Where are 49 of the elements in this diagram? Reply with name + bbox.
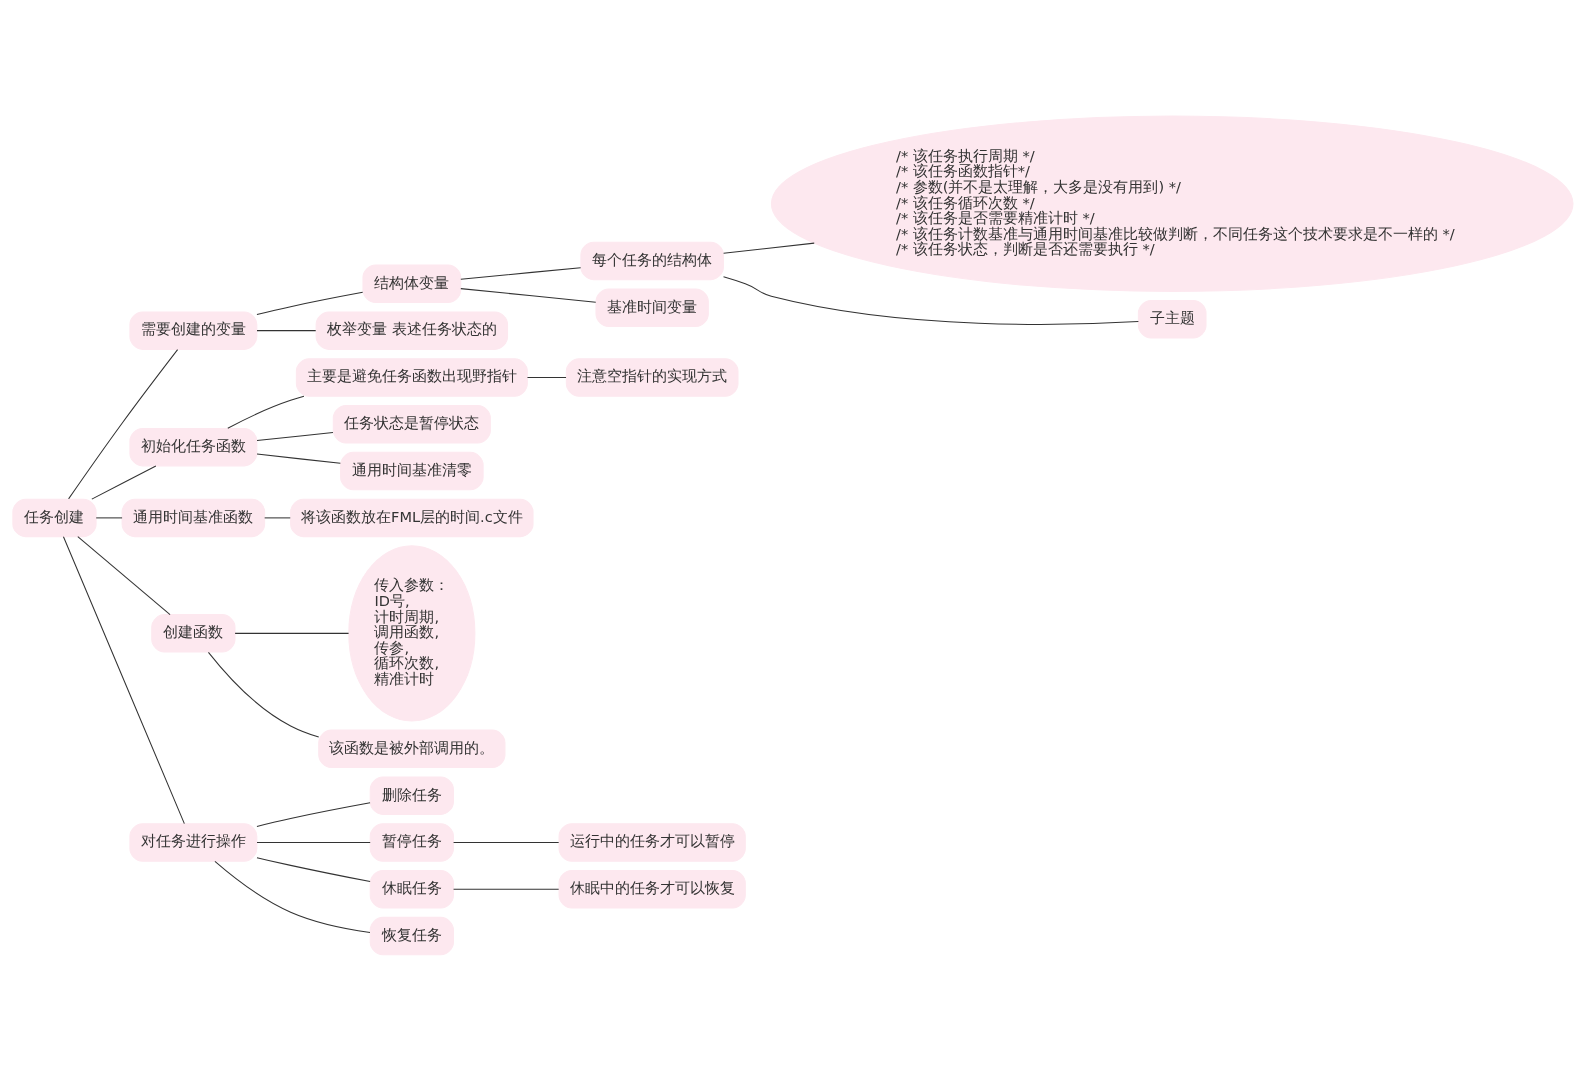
connector	[234, 632, 350, 634]
node-box: 恢复任务	[369, 916, 454, 956]
connector	[526, 376, 567, 378]
node-box: 注意空指针的实现方式	[565, 358, 739, 397]
connector	[453, 841, 560, 843]
connector	[460, 267, 582, 280]
connector	[207, 651, 320, 738]
connector	[723, 242, 815, 254]
node-box: 每个任务的结构体	[580, 241, 724, 281]
connector	[256, 291, 364, 316]
node-box: 主要是避免任务函数出现野指针	[295, 358, 528, 397]
node-box: 休眠任务	[369, 870, 454, 909]
node-box: 休眠中的任务才可以恢复	[558, 870, 746, 909]
connector	[77, 536, 171, 616]
connector	[723, 276, 1139, 325]
node-box: 任务状态是暂停状态	[332, 405, 491, 444]
node-box: 子主题	[1137, 299, 1207, 339]
node-box: 枚举变量 表述任务状态的	[315, 311, 509, 350]
node-box: 将该函数放在FML层的时间.c文件	[290, 498, 534, 538]
node-box: 初始化任务函数	[129, 427, 258, 467]
connector	[460, 288, 597, 303]
connector	[256, 857, 371, 883]
node-box: 删除任务	[369, 776, 454, 815]
connector	[95, 517, 123, 519]
node-box: 通用时间基准清零	[340, 451, 484, 491]
node-box: 结构体变量	[362, 264, 462, 304]
node-box: 创建函数	[151, 614, 236, 653]
connector	[68, 349, 179, 500]
connector	[256, 431, 334, 442]
node-box: 需要创建的变量	[129, 311, 258, 350]
node-box: 通用时间基准函数	[121, 498, 266, 538]
node-box: 该函数是被外部调用的。	[318, 729, 506, 769]
node-box: 对任务进行操作	[129, 823, 258, 862]
connector	[62, 536, 185, 825]
connector	[264, 517, 291, 519]
node-box: 基准时间变量	[595, 288, 709, 327]
connector	[256, 802, 371, 827]
node-box: 任务创建	[12, 498, 97, 538]
connector	[256, 453, 341, 464]
node-ellipse: 传入参数： ID号, 计时周期, 调用函数, 传参, 循环次数, 精准计时	[348, 545, 476, 722]
connector	[256, 330, 317, 332]
connector	[214, 860, 371, 933]
connector	[227, 395, 305, 429]
connector	[91, 465, 157, 500]
node-box: 暂停任务	[369, 823, 454, 862]
connector	[453, 888, 560, 890]
connector	[256, 841, 371, 843]
node-box: 运行中的任务才可以暂停	[558, 823, 746, 862]
node-ellipse: /* 该任务执行周期 */ /* 该任务函数指针*/ /* 参数(并不是太理解，大多是没有用到) */ /* 该任务循环次数 */ /* 该任务是否需要精准计时 */ /* 该任务计数基准与通用时间基准比较做判断，不同任务这个技术要求是不一样的 */ /* 该任务状态，判断是否还需要执行 */	[770, 115, 1574, 292]
